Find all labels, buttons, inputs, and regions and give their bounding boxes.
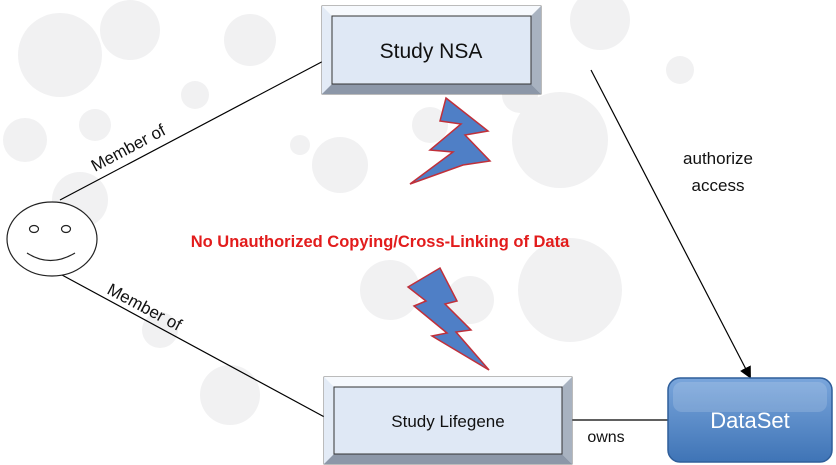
study-lifegene-label: Study Lifegene: [391, 412, 504, 431]
dataset-node: DataSet: [667, 377, 833, 463]
member-of-line-top: [59, 56, 332, 201]
authorize-label: authorize: [683, 149, 753, 168]
lightning-bolt-icon: [409, 96, 492, 185]
owns-label: owns: [587, 429, 624, 446]
warning-text: No Unauthorized Copying/Cross-Linking of…: [191, 233, 570, 251]
lightning-bolt-icon: [406, 266, 490, 371]
dataset-label: DataSet: [710, 408, 790, 433]
study-lifegene-node: Study Lifegene: [323, 376, 573, 465]
access-label: access: [692, 176, 745, 195]
smiley-face-icon: [6, 201, 98, 277]
authorize-access-arrow: [590, 69, 751, 379]
background-decoration: [3, 0, 694, 425]
study-nsa-label: Study NSA: [380, 40, 483, 63]
study-nsa-node: Study NSA: [321, 5, 542, 95]
member-of-line-bottom: [61, 274, 331, 421]
